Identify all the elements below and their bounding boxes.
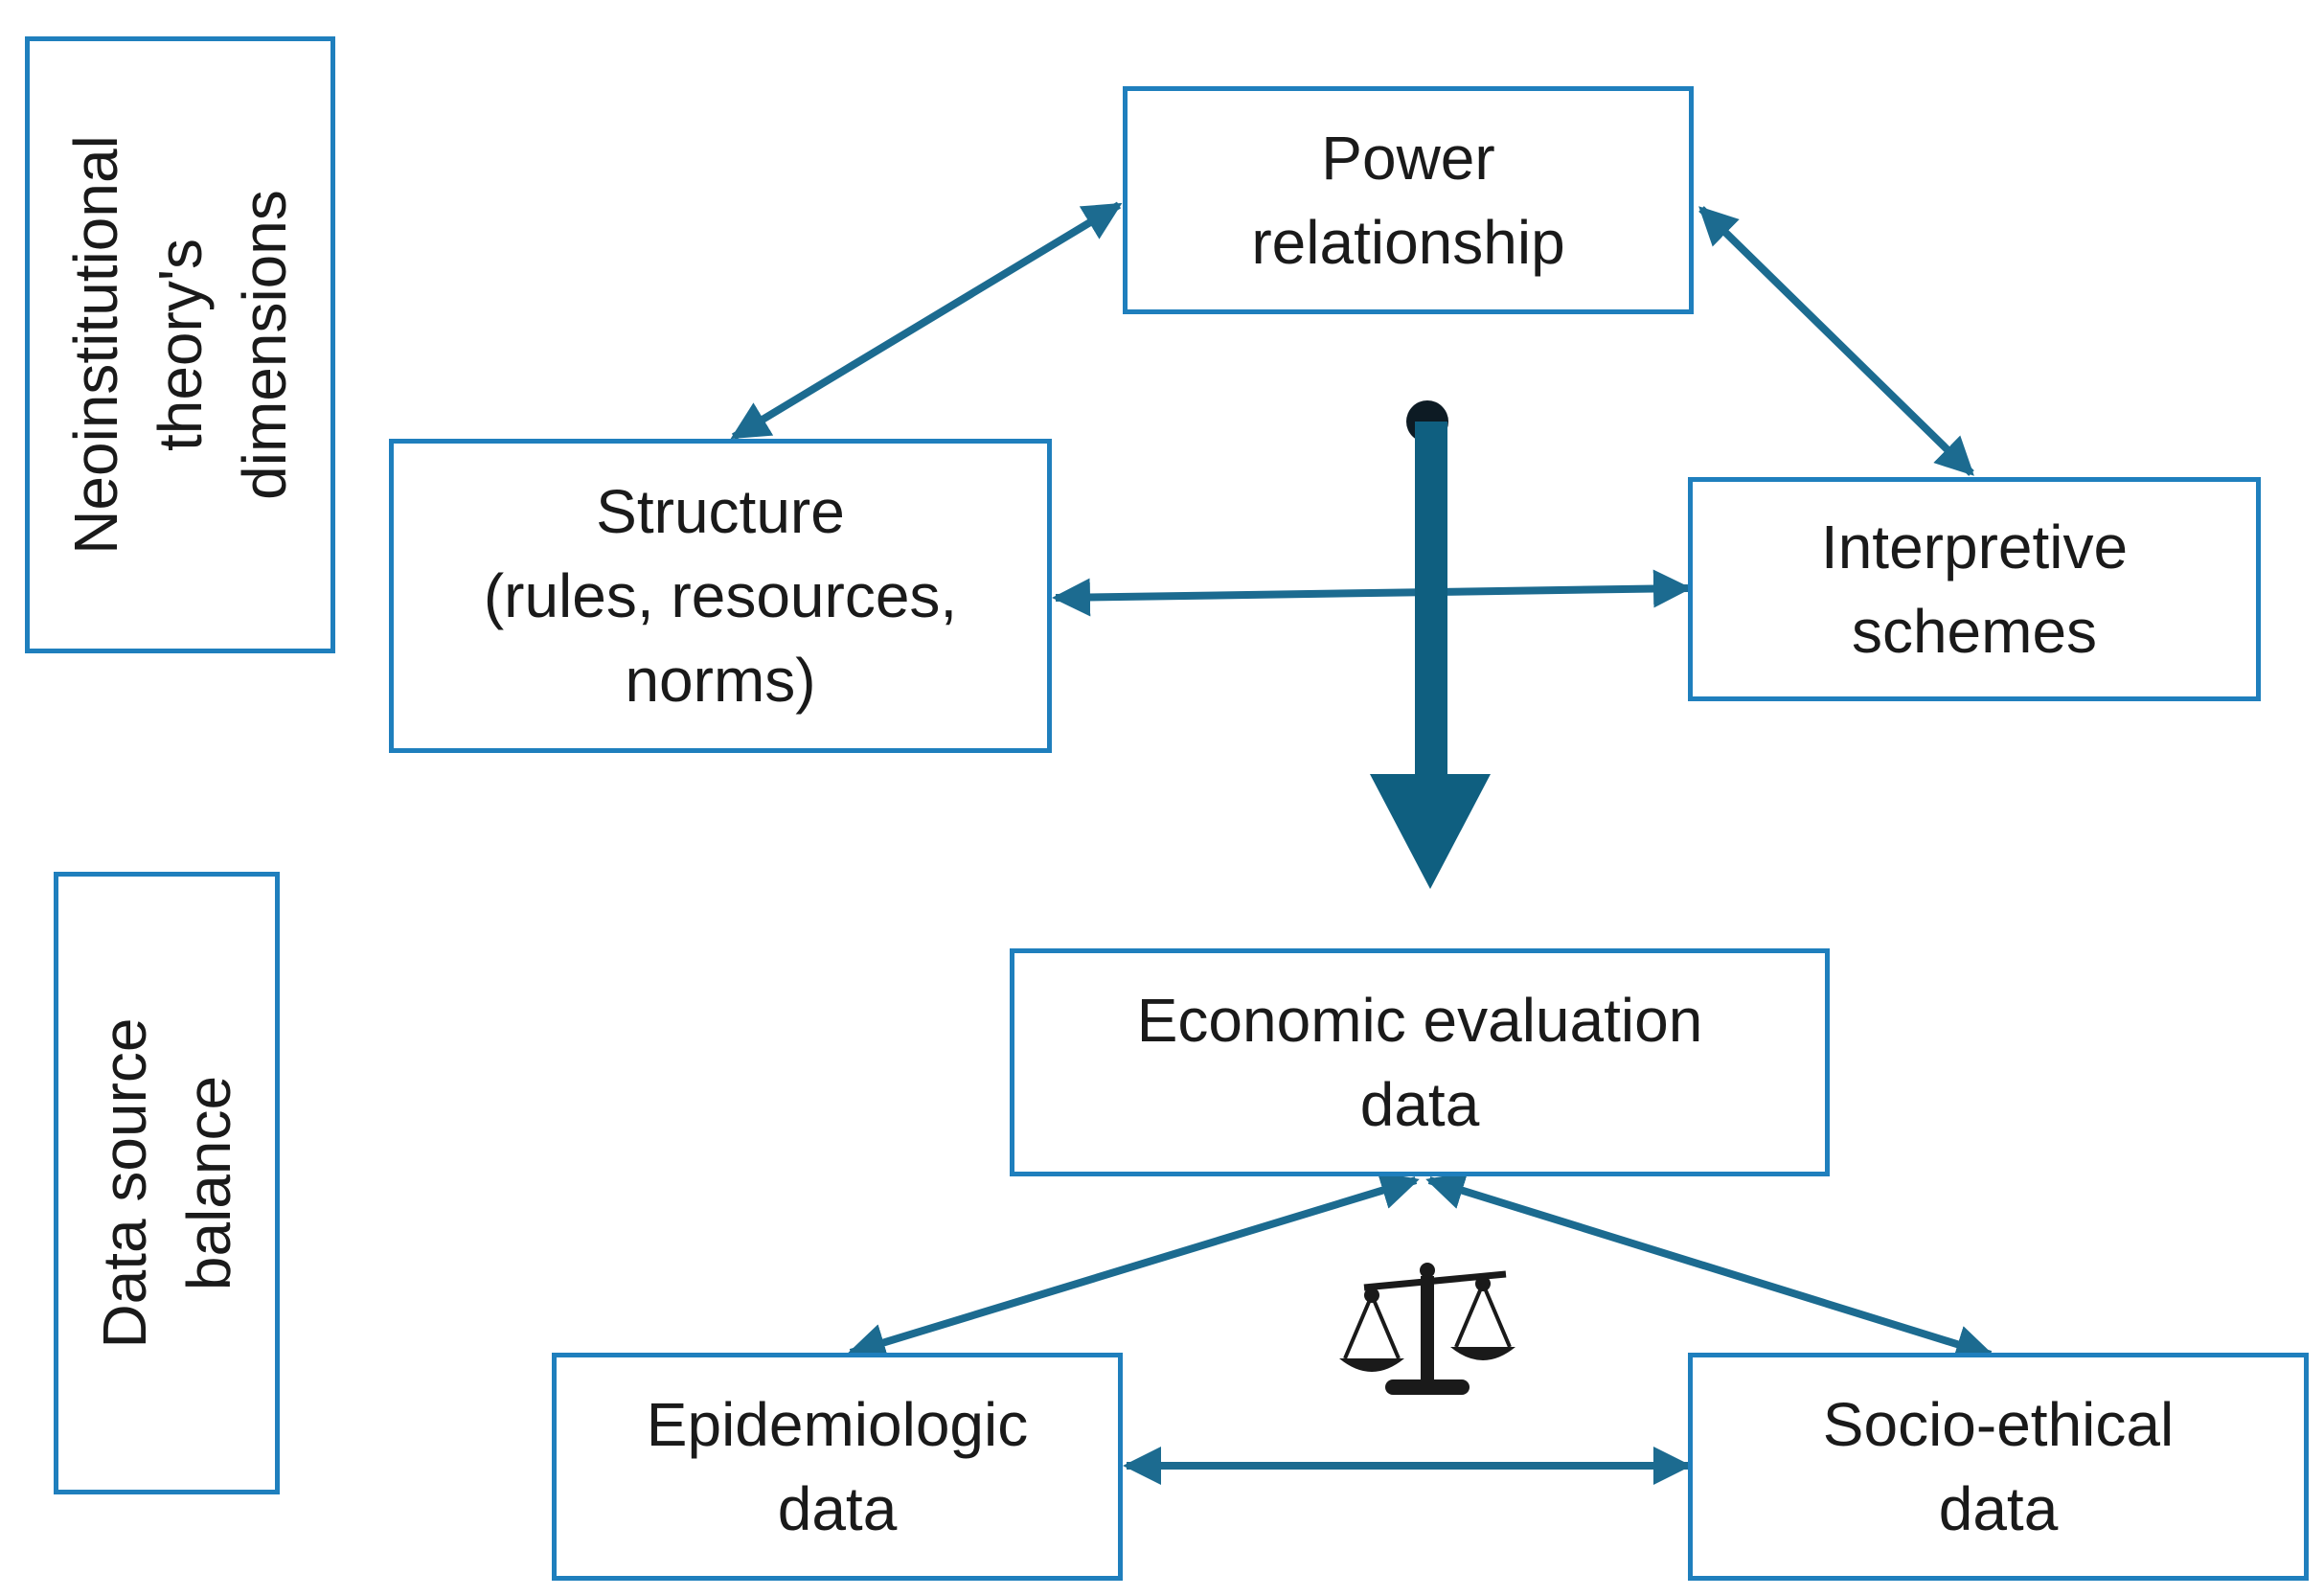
side-label-line: dimensions — [230, 190, 299, 500]
power-relationship-box: Power relationship — [1123, 86, 1694, 314]
arrow-economic-epidemiologic — [847, 1172, 1420, 1361]
node-label-line: Structure — [596, 477, 845, 546]
node-label-line: Epidemiologic — [646, 1390, 1029, 1459]
node-label-line: Socio-ethical — [1822, 1390, 2175, 1459]
node-label-line: data — [777, 1474, 898, 1543]
arrow-structure-interpretive — [1052, 569, 1692, 617]
economic-evaluation-box: Economic evaluation data — [1010, 948, 1830, 1176]
data-source-balance-label-box: Data source balance — [54, 872, 280, 1494]
node-label-line: Economic evaluation — [1136, 986, 1703, 1055]
side-label-line: theory's — [146, 238, 215, 452]
node-label-line: Power — [1321, 124, 1495, 193]
neoinstitutional-dimensions-label: Neoinstitutional theory's dimensions — [54, 135, 307, 555]
node-label-line: data — [1359, 1070, 1480, 1139]
structure-box: Structure (rules, resources, norms) — [389, 439, 1052, 753]
arrow-economic-socio — [1425, 1172, 1994, 1363]
node-label-line: norms) — [625, 646, 816, 715]
interpretive-schemes-box: Interpretive schemes — [1688, 477, 2261, 701]
arrow-power-structure — [730, 201, 1123, 441]
side-label-line: Data source — [90, 1017, 159, 1349]
node-label-line: Interpretive — [1820, 513, 2129, 581]
node-label-line: relationship — [1251, 208, 1565, 277]
epidemiologic-data-box: Epidemiologic data — [552, 1353, 1123, 1581]
balance-scale-icon — [1339, 1263, 1515, 1395]
node-label-line: schemes — [1851, 597, 2098, 666]
node-label-line: data — [1938, 1474, 2059, 1543]
arrow-power-interpretive — [1698, 206, 1974, 476]
data-source-balance-label: Data source balance — [82, 1017, 251, 1348]
node-label-line: (rules, resources, — [483, 561, 958, 630]
neoinstitutional-dimensions-label-box: Neoinstitutional theory's dimensions — [25, 36, 335, 653]
socio-ethical-data-box: Socio-ethical data — [1688, 1353, 2309, 1581]
side-label-line: Neoinstitutional — [61, 135, 130, 555]
side-label-line: balance — [174, 1075, 243, 1291]
big-down-arrow — [1370, 400, 1491, 889]
